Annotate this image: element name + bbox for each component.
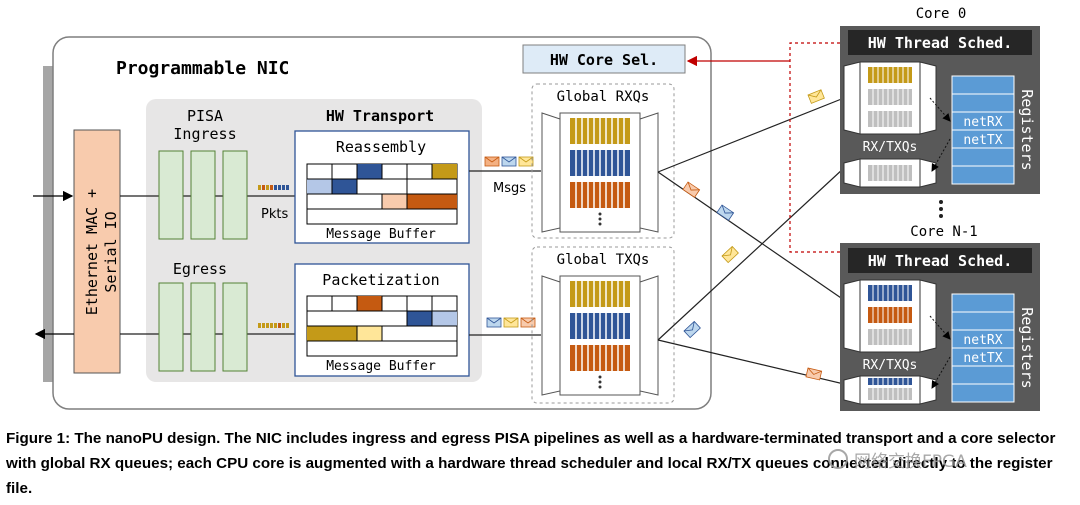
pisa-ingress-line2: Ingress <box>173 125 236 143</box>
core-n-register-file <box>951 293 1015 403</box>
hw-core-selector-label: HW Core Sel. <box>550 51 658 69</box>
core-0-rx-to-reg <box>929 97 951 122</box>
txq-gold <box>570 281 630 307</box>
ethernet-mac-block <box>73 129 121 374</box>
core0-to-txq <box>657 167 845 341</box>
envelope-icon <box>484 156 500 167</box>
envelope-icon <box>682 181 701 198</box>
hw-transport-title: HW Transport <box>326 107 434 125</box>
core-0-queues-label: RX/TXQs <box>863 140 918 155</box>
rxq-gold <box>570 118 630 144</box>
txq-orange <box>570 345 630 371</box>
envelope-icon <box>486 317 502 328</box>
envelope-icon <box>503 317 519 328</box>
core-0-netrx: netRX <box>963 115 1002 130</box>
global-rxqs-label: Global RXQs <box>557 89 650 105</box>
envelope-icon <box>721 245 739 264</box>
envelope-icon <box>805 367 823 381</box>
txq-blue <box>570 313 630 339</box>
egress-stage-3 <box>222 282 248 372</box>
core-ellipsis-dot <box>939 214 943 218</box>
egress-stage-2 <box>190 282 216 372</box>
core-n-reg-to-tx <box>931 356 951 389</box>
core-n-registers-label-wrap: Registers <box>1018 307 1036 388</box>
core-0-label: Core 0 <box>916 6 967 22</box>
ethernet-mac-label: Ethernet MAC + Serial IO <box>83 189 120 315</box>
core-ellipsis-dot <box>939 207 943 211</box>
egress-label: Egress <box>173 260 227 278</box>
core-0-registers-label: Registers <box>1018 89 1036 170</box>
core-0-registers-label-wrap: Registers <box>1018 89 1036 170</box>
msgs-label: Msgs <box>493 181 526 196</box>
core-n-registers-label: Registers <box>1018 307 1036 388</box>
global-rxq-array <box>541 112 659 233</box>
wechat-logo-icon <box>828 449 848 469</box>
nic-title: Programmable NIC <box>116 58 289 79</box>
core-n-netrx: netRX <box>963 333 1002 348</box>
core-0-local-txq <box>843 158 937 188</box>
core-n-label: Core N-1 <box>910 224 977 240</box>
envelope-icon <box>518 156 534 167</box>
nanopu-design-figure: Programmable NIC HW Core Sel. Ethernet M… <box>33 6 1040 411</box>
core-n-local-txq <box>843 375 937 405</box>
core-0-nettx: netTX <box>963 133 1002 148</box>
core-0-local-rxq <box>843 61 937 135</box>
envelope-icon <box>716 204 735 221</box>
packet-stream-ingress <box>258 185 289 190</box>
core-0-scheduler <box>848 30 1032 55</box>
watermark-text: 网络交换FPGA <box>854 451 967 472</box>
message-buffer-top-label: Message Buffer <box>326 227 436 242</box>
envelope-icon <box>520 317 536 328</box>
packetization-buffer-grid <box>306 295 458 357</box>
global-txqs-label: Global TXQs <box>557 252 650 268</box>
ingress-stage-3 <box>222 150 248 240</box>
reassembly-buffer-grid <box>306 163 458 225</box>
packetization-label: Packetization <box>322 271 439 289</box>
rxq-blue <box>570 150 630 176</box>
ingress-stage-1 <box>158 150 184 240</box>
core-ellipsis-dot <box>939 200 943 204</box>
core-n-nettx: netTX <box>963 351 1002 366</box>
ingress-stage-2 <box>190 150 216 240</box>
core-n-scheduler-label: HW Thread Sched. <box>868 252 1013 270</box>
watermark: 网络交换FPGA <box>828 444 1058 474</box>
pisa-ingress-line1: PISA <box>187 107 223 125</box>
figure-caption: Figure 1: The nanoPU design. The NIC inc… <box>6 430 1056 497</box>
core-n-rx-to-reg <box>929 315 951 340</box>
envelope-icon <box>683 320 701 339</box>
hw-core-selector <box>522 44 686 74</box>
egress-stage-1 <box>158 282 184 372</box>
core-0-scheduler-label: HW Thread Sched. <box>868 34 1013 52</box>
pkts-label: Pkts <box>261 207 288 222</box>
core-0-register-file <box>951 75 1015 185</box>
rxq-orange <box>570 182 630 208</box>
mac-label-line1: Ethernet MAC + <box>83 189 101 315</box>
message-buffer-bottom-label: Message Buffer <box>326 359 436 374</box>
global-rxqs-container <box>531 83 675 239</box>
rxq-to-core0 <box>657 97 845 173</box>
reassembly-label: Reassembly <box>336 138 426 156</box>
core-n-local-rxq <box>843 279 937 353</box>
mac-label-line2: Serial IO <box>102 211 120 292</box>
core-n-scheduler <box>848 248 1032 273</box>
core-n-queues-label: RX/TXQs <box>863 358 918 373</box>
core-feedback-link <box>789 42 840 253</box>
envelope-icon <box>807 89 825 104</box>
envelope-icon <box>501 156 517 167</box>
global-txq-array <box>541 275 659 396</box>
packet-stream-egress <box>258 323 289 328</box>
